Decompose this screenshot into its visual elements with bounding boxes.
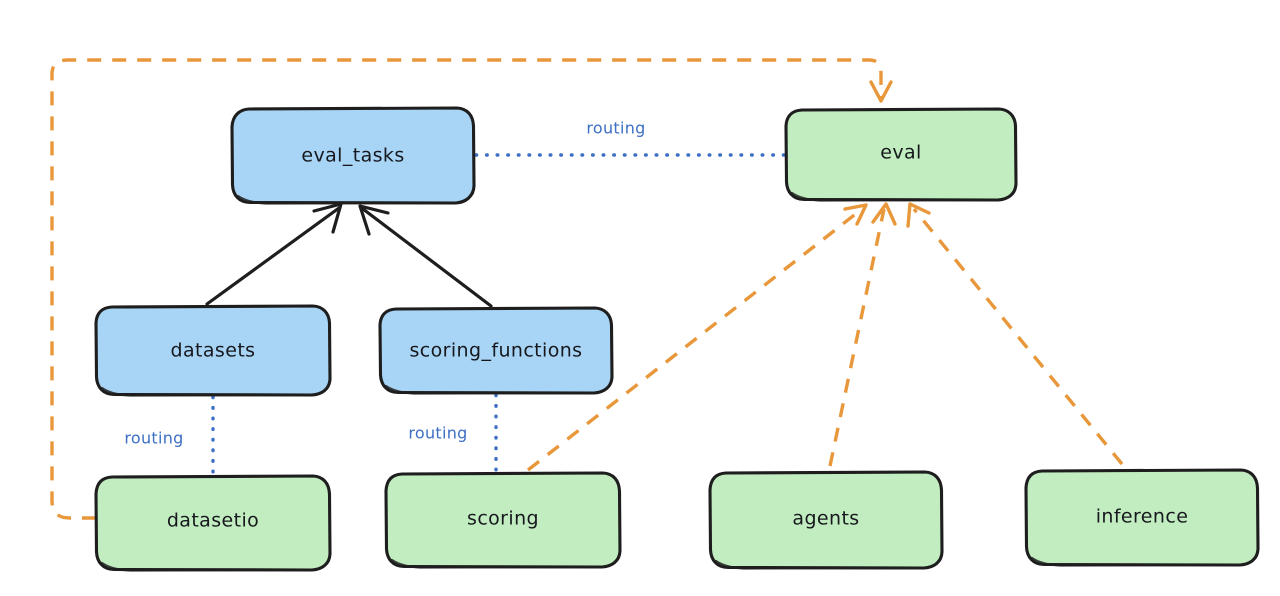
- edge-inference-to-eval[interactable]: [906, 202, 1124, 466]
- node-label-eval_tasks: eval_tasks: [301, 145, 404, 167]
- edge-group-routing: [211, 153, 786, 476]
- node-label-inference: inference: [1096, 506, 1189, 528]
- edge-scoring_functions-to-eval_tasks[interactable]: [358, 204, 493, 308]
- edge-group-provider: [50, 58, 1124, 520]
- node-agents[interactable]: agents: [708, 470, 944, 570]
- node-label-scoring: scoring: [467, 508, 539, 530]
- edge-label-routing-scoring: routing: [408, 424, 467, 443]
- edge-label-group: routing routing routing: [124, 119, 645, 448]
- node-datasetio[interactable]: datasetio: [94, 474, 332, 572]
- edge-scoring-to-eval[interactable]: [526, 203, 868, 472]
- node-eval_tasks[interactable]: eval_tasks: [230, 106, 476, 205]
- edge-datasetio-to-eval[interactable]: [50, 58, 893, 520]
- edge-group-api: [205, 202, 493, 308]
- node-label-agents: agents: [792, 508, 859, 530]
- node-eval[interactable]: eval: [784, 107, 1018, 202]
- edge-label-routing-datasetio: routing: [124, 429, 183, 448]
- node-scoring_functions[interactable]: scoring_functions: [378, 306, 614, 395]
- node-label-eval: eval: [880, 142, 921, 164]
- node-label-scoring_functions: scoring_functions: [410, 340, 583, 362]
- node-label-datasetio: datasetio: [167, 510, 259, 532]
- node-scoring[interactable]: scoring: [384, 471, 622, 569]
- edge-datasets-to-eval_tasks[interactable]: [205, 202, 343, 306]
- node-datasets[interactable]: datasets: [94, 304, 332, 397]
- node-label-datasets: datasets: [171, 340, 256, 362]
- edge-label-routing-eval: routing: [586, 119, 645, 138]
- node-inference[interactable]: inference: [1024, 468, 1260, 567]
- edge-agents-to-eval[interactable]: [828, 202, 897, 467]
